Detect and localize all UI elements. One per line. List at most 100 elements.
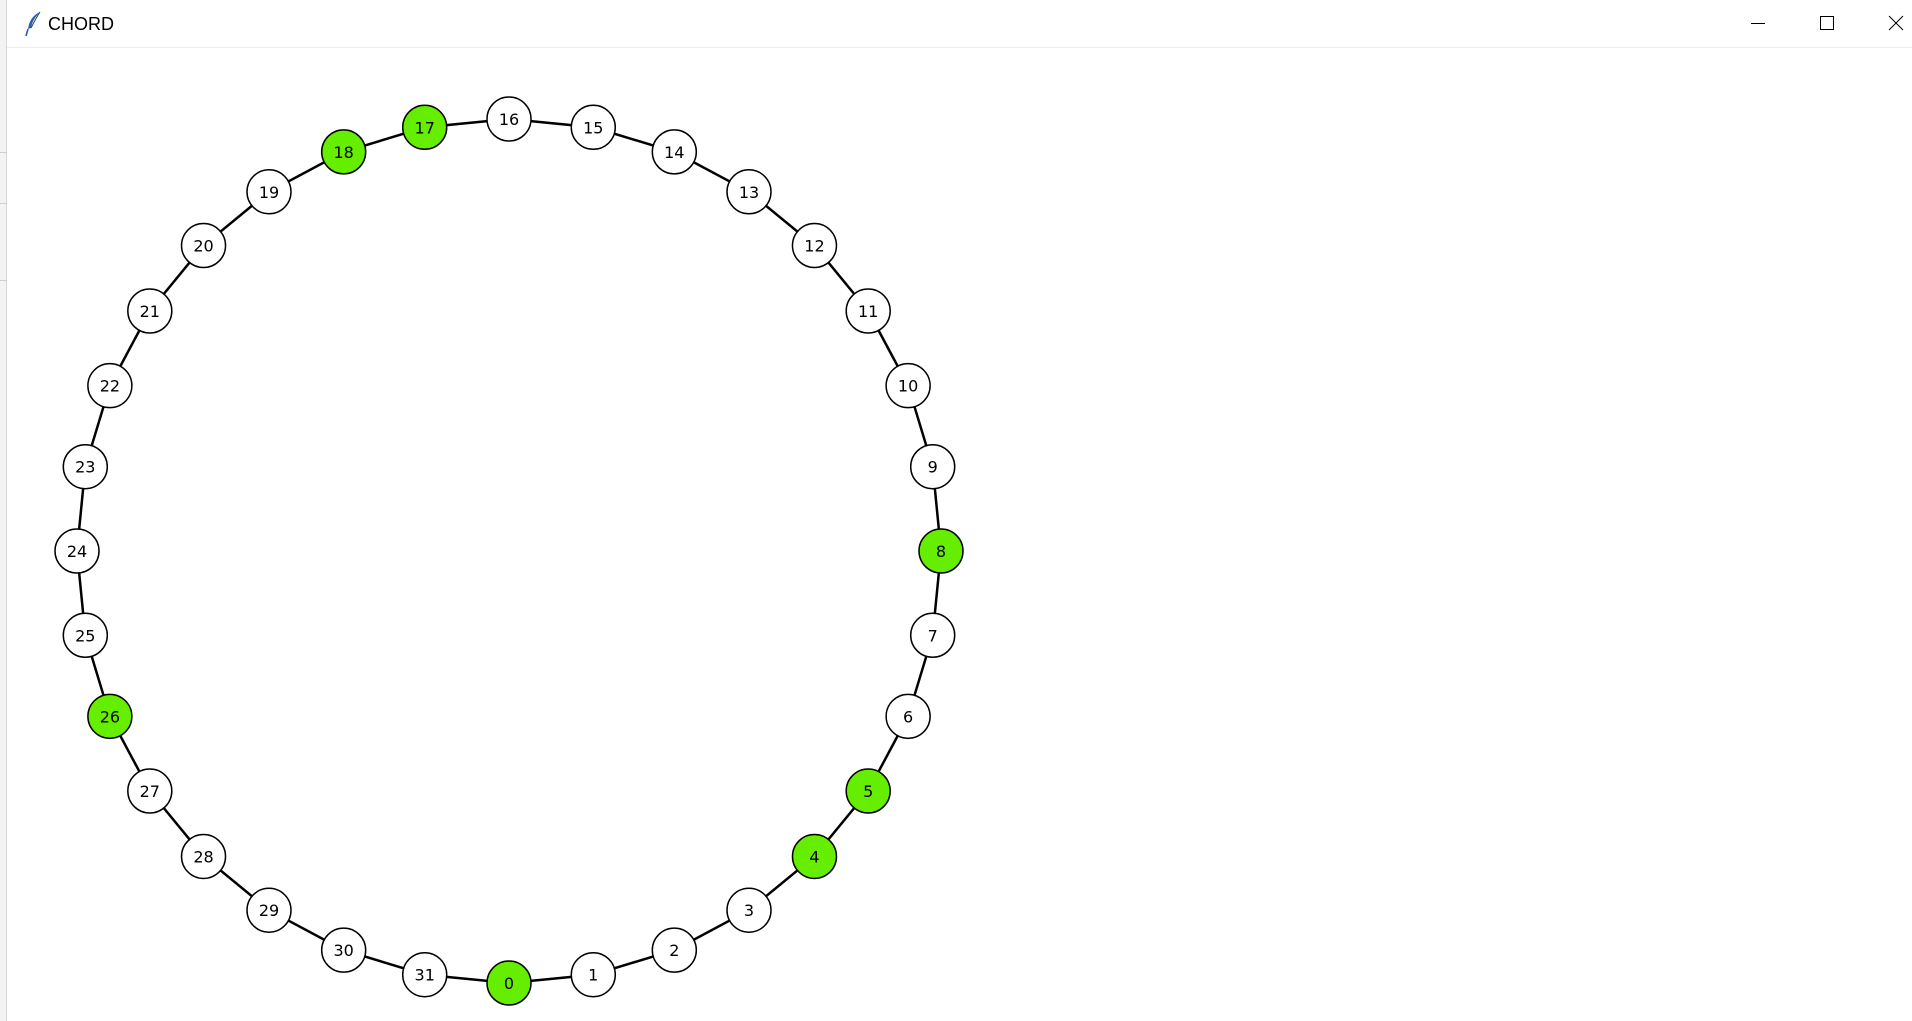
ring-node-25[interactable]: 25: [62, 612, 109, 659]
ring-node-0[interactable]: 0: [486, 960, 532, 1006]
node-label: 19: [259, 183, 279, 202]
node-label: 23: [75, 458, 95, 477]
active-node-circle: [320, 129, 367, 175]
feather-icon: [23, 11, 45, 37]
ring-node-26[interactable]: 26: [87, 693, 133, 740]
node-label: 4: [809, 847, 819, 866]
node-label: 13: [739, 183, 759, 202]
window-title: CHORD: [48, 14, 114, 34]
node-circle: [570, 104, 617, 151]
active-node-circle: [918, 528, 964, 574]
node-label: 29: [259, 901, 279, 920]
ring-node-21[interactable]: 21: [127, 288, 173, 334]
node-label: 26: [100, 707, 120, 726]
minimize-icon: [1750, 15, 1766, 31]
ring-node-24[interactable]: 24: [54, 528, 100, 574]
ring-node-18[interactable]: 18: [320, 129, 367, 175]
node-circle: [127, 288, 173, 334]
ring-node-8[interactable]: 8: [918, 528, 964, 574]
node-circle: [401, 951, 448, 998]
node-label: 11: [858, 302, 878, 321]
node-label: 14: [664, 143, 684, 162]
ring-node-10[interactable]: 10: [885, 362, 931, 409]
ring-node-30[interactable]: 30: [320, 927, 367, 973]
node-label: 20: [193, 237, 213, 256]
maximize-button[interactable]: [1796, 0, 1858, 46]
left-window-edge: [0, 0, 7, 1021]
ring-node-28[interactable]: 28: [180, 833, 227, 880]
node-label: 16: [499, 110, 519, 129]
ring-node-12[interactable]: 12: [791, 222, 838, 269]
active-node-circle: [87, 693, 133, 740]
ring-node-6[interactable]: 6: [885, 693, 931, 740]
node-circle: [845, 288, 891, 334]
node-label: 2: [669, 941, 679, 960]
node-label: 24: [67, 542, 87, 561]
node-label: 8: [936, 542, 946, 561]
ring-node-15[interactable]: 15: [570, 104, 617, 151]
minimize-button[interactable]: [1727, 0, 1789, 46]
ring-node-1[interactable]: 1: [570, 951, 617, 998]
ring-node-11[interactable]: 11: [845, 288, 891, 334]
ring-node-29[interactable]: 29: [246, 887, 292, 933]
node-circle: [726, 169, 772, 215]
node-circle: [246, 887, 292, 933]
node-label: 6: [903, 707, 913, 726]
ring-node-22[interactable]: 22: [87, 362, 133, 409]
node-circle: [909, 443, 956, 490]
node-circle: [791, 222, 838, 269]
node-circle: [885, 362, 931, 409]
node-label: 7: [928, 626, 938, 645]
node-circle: [180, 833, 227, 880]
ring-node-27[interactable]: 27: [127, 768, 173, 814]
ring-node-19[interactable]: 19: [246, 169, 292, 215]
node-circle: [62, 443, 109, 490]
node-label: 12: [804, 237, 824, 256]
ring-node-3[interactable]: 3: [726, 887, 772, 933]
ring-node-9[interactable]: 9: [909, 443, 956, 490]
node-label: 17: [415, 118, 435, 137]
node-label: 10: [898, 377, 918, 396]
active-node-circle: [401, 104, 448, 151]
node-label: 15: [583, 118, 603, 137]
node-label: 25: [75, 626, 95, 645]
node-label: 0: [504, 974, 514, 993]
active-node-circle: [486, 960, 532, 1006]
ring-node-4[interactable]: 4: [791, 833, 838, 880]
node-label: 27: [140, 782, 160, 801]
ring-node-16[interactable]: 16: [486, 96, 532, 142]
node-circle: [127, 768, 173, 814]
node-label: 18: [334, 143, 354, 162]
ring-node-2[interactable]: 2: [651, 927, 698, 973]
node-circle: [885, 693, 931, 740]
node-label: 30: [334, 941, 354, 960]
close-button[interactable]: [1865, 0, 1912, 46]
node-circle: [246, 169, 292, 215]
ring-node-5[interactable]: 5: [845, 768, 891, 814]
ring-node-20[interactable]: 20: [180, 222, 227, 269]
title-bar[interactable]: CHORD: [7, 0, 1912, 48]
active-node-circle: [791, 833, 838, 880]
node-circle: [320, 927, 367, 973]
ring-node-31[interactable]: 31: [401, 951, 448, 998]
node-label: 3: [744, 901, 754, 920]
node-circle: [87, 362, 133, 409]
node-circle: [726, 887, 772, 933]
ring-node-23[interactable]: 23: [62, 443, 109, 490]
node-label: 28: [193, 847, 213, 866]
node-circle: [54, 528, 100, 574]
node-circle: [651, 927, 698, 973]
node-label: 21: [140, 302, 160, 321]
ring-node-13[interactable]: 13: [726, 169, 772, 215]
node-circle: [180, 222, 227, 269]
node-circle: [62, 612, 109, 659]
ring-node-7[interactable]: 7: [909, 612, 956, 659]
node-label: 5: [863, 782, 873, 801]
ring-node-14[interactable]: 14: [651, 129, 698, 175]
maximize-icon: [1819, 15, 1835, 31]
node-circle: [486, 96, 532, 142]
node-label: 31: [415, 966, 435, 985]
node-circle: [570, 951, 617, 998]
ring-node-17[interactable]: 17: [401, 104, 448, 151]
